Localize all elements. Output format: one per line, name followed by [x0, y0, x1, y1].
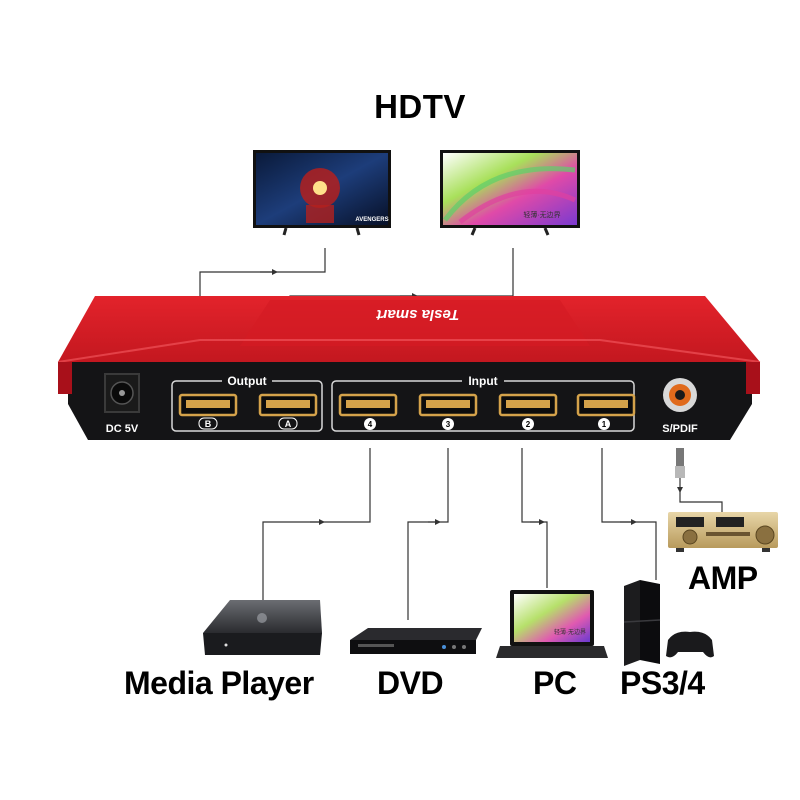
hdtv-right: 轻薄·无边界 — [440, 150, 580, 236]
hdmi-input-port-1: 1 — [576, 393, 636, 430]
hdtv-title: HDTV — [374, 88, 466, 125]
pc-screen-caption: 轻薄·无边界 — [554, 628, 586, 636]
amp-label: AMP — [688, 560, 758, 596]
port-label-2: 2 — [526, 420, 531, 429]
pc-laptop-device: 轻薄·无边界 — [496, 590, 608, 658]
dvd-label: DVD — [377, 665, 444, 701]
media-player-label: Media Player — [124, 665, 314, 701]
output-group-label: Output — [227, 374, 266, 388]
brand-text: Tesla smart — [376, 306, 460, 323]
hdmi-input-port-3: 3 — [418, 393, 478, 430]
dc-power-label: DC 5V — [106, 423, 139, 435]
dvd-player-device — [350, 628, 482, 654]
port-label-b: B — [205, 419, 212, 429]
ps-console-device — [623, 580, 714, 666]
hdmi-output-port-a: A — [258, 393, 318, 430]
port-label-a: A — [285, 419, 292, 429]
port-label-4: 4 — [368, 420, 373, 429]
media-player-device — [203, 600, 322, 655]
pc-label: PC — [533, 665, 577, 701]
tv-logo-text: AVENGERS — [355, 217, 388, 223]
ps-label: PS3/4 — [620, 665, 705, 701]
hdmi-switch-device: Tesla smart DC 5V Output Input B A — [57, 296, 761, 440]
hdmi-output-port-b: B — [178, 393, 238, 430]
rear-panel — [68, 362, 752, 440]
tv-caption: 轻薄·无边界 — [523, 210, 560, 219]
spdif-cable — [675, 448, 685, 478]
hdtv-left: AVENGERS — [253, 150, 391, 236]
connection-lines-bottom — [262, 448, 723, 620]
spdif-port: S/PDIF — [662, 378, 698, 435]
port-label-1: 1 — [602, 420, 607, 429]
spdif-label: S/PDIF — [662, 423, 698, 435]
port-label-3: 3 — [446, 420, 451, 429]
amp-device — [668, 512, 778, 552]
input-group-label: Input — [468, 374, 497, 388]
tv-screen — [443, 153, 577, 225]
hdmi-input-port-4: 4 — [338, 393, 398, 430]
pc-screen — [514, 594, 590, 642]
gamepad-icon — [666, 631, 714, 658]
hdmi-input-port-2: 2 — [498, 393, 558, 430]
